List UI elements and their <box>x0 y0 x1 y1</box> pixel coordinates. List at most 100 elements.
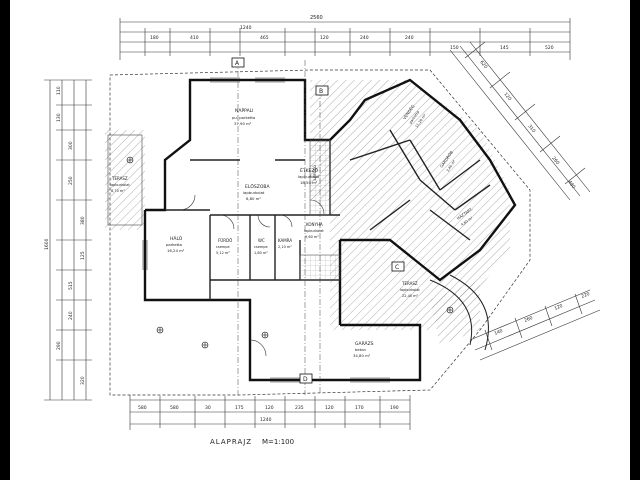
svg-text:GARÁZS: GARÁZS <box>355 340 374 347</box>
dim-right-5: 140 <box>494 328 504 337</box>
room-terasz-right: TERASZ lapburkolat 22,40 m² <box>400 281 420 298</box>
room-terasz-left: TERASZ lapburkolat 8,70 m² <box>110 176 130 193</box>
svg-text:1,80 m²: 1,80 m² <box>254 251 268 255</box>
dim-right-3: 260 <box>550 155 560 166</box>
dim-bottom-1: 580 <box>170 405 179 411</box>
centrelines <box>237 60 321 395</box>
dimension-labels-left: 110 130 300 250 380 125 515 240 290 1600… <box>44 86 86 385</box>
dim-top-8: 150 <box>450 45 459 51</box>
room-furdo: FÜRDŐ csempe 5,12 m² <box>216 238 232 255</box>
drawing-sheet: 2560 1240 180 410 465 120 240 240 150 14… <box>10 0 630 480</box>
svg-text:2,10 m²: 2,10 m² <box>278 245 292 249</box>
dim-left-9: 1600 <box>44 238 50 250</box>
title-text: ALAPRAJZ <box>210 438 252 446</box>
section-mark-b: B <box>319 88 323 95</box>
svg-text:KAMRA: KAMRA <box>278 238 292 243</box>
dim-top-total: 2560 <box>310 15 323 21</box>
dim-left-6: 515 <box>68 281 74 290</box>
room-nappali: NAPPALI pu. parketta 37,90 m² <box>232 108 255 126</box>
dim-top-6: 240 <box>360 35 369 41</box>
dim-left-2: 300 <box>68 141 74 150</box>
roof-outline <box>109 69 531 396</box>
room-etkezo: ÉTKEZŐ lapburkolat 18,50 m² <box>298 166 320 185</box>
svg-text:KONYHA: KONYHA <box>306 222 323 227</box>
dim-left-4: 380 <box>80 216 86 225</box>
svg-text:3,40 m²: 3,40 m² <box>446 159 457 173</box>
dim-top-9: 145 <box>500 45 509 51</box>
svg-text:16,24 m²: 16,24 m² <box>167 248 185 253</box>
dim-left-7: 240 <box>68 311 74 320</box>
svg-text:22,40 m²: 22,40 m² <box>402 294 419 298</box>
svg-text:37,90 m²: 37,90 m² <box>234 121 252 126</box>
dim-left-0: 110 <box>56 86 62 95</box>
dim-top-7: 240 <box>405 35 414 41</box>
dim-top-10: 520 <box>545 45 554 51</box>
svg-text:csempe: csempe <box>254 245 268 249</box>
dim-left-1: 130 <box>56 113 62 122</box>
dim-bottom-6: 120 <box>325 405 334 411</box>
scale-text: M=1:100 <box>262 438 294 446</box>
dim-right-8: 220 <box>581 291 591 300</box>
dim-right-7: 120 <box>554 303 564 312</box>
dim-bottom-5: 235 <box>295 405 304 411</box>
dim-right-0: 620 <box>478 59 488 70</box>
svg-text:lapburkolat: lapburkolat <box>298 174 320 179</box>
dim-left-3: 250 <box>68 176 74 185</box>
dim-bottom-3: 175 <box>235 405 244 411</box>
svg-text:TERASZ: TERASZ <box>111 176 128 181</box>
svg-text:lapburkolat: lapburkolat <box>304 229 324 233</box>
dimension-lines-bottom <box>129 395 411 430</box>
dimension-labels-right: 620 120 310 260 480 140 260 120 220 <box>478 59 590 336</box>
dimension-lines-right-lower <box>469 289 601 361</box>
dim-right-1: 120 <box>502 91 512 102</box>
svg-text:ÉTKEZŐ: ÉTKEZŐ <box>300 166 318 174</box>
room-konyha: KONYHA lapburkolat 9,60 m² <box>304 222 324 239</box>
dim-bottom-9: 1240 <box>260 417 272 423</box>
svg-text:parketta: parketta <box>166 242 182 247</box>
section-mark-c: C <box>395 264 399 271</box>
dim-right-4: 480 <box>566 179 576 190</box>
svg-text:csempe: csempe <box>216 245 230 249</box>
room-lepcso: LÉPCSŐ <box>312 165 317 180</box>
room-labels: NAPPALI pu. parketta 37,90 m² ÉTKEZŐ lap… <box>110 104 474 358</box>
svg-text:LÉPCSŐ: LÉPCSŐ <box>312 165 317 180</box>
dim-right-2: 310 <box>526 123 536 134</box>
svg-text:TERASZ: TERASZ <box>401 281 418 286</box>
room-halo: HÁLÓ parketta 16,24 m² <box>166 235 185 253</box>
floor-plan-svg: 2560 1240 180 410 465 120 240 240 150 14… <box>44 15 601 446</box>
terrace-curve <box>429 274 489 351</box>
svg-text:8,70 m²: 8,70 m² <box>111 189 125 193</box>
svg-text:WC: WC <box>258 238 265 243</box>
room-garazs: GARÁZS beton 34,80 m² <box>353 340 374 358</box>
level-markers <box>126 156 454 349</box>
room-kamra: KAMRA 2,10 m² <box>278 238 292 249</box>
svg-text:NAPPALI: NAPPALI <box>235 108 254 114</box>
room-eloszoba: ELŐSZOBA lapburkolat 6,80 m² <box>243 183 270 201</box>
svg-text:FÜRDŐ: FÜRDŐ <box>218 238 232 243</box>
dim-left-10: 320 <box>80 376 86 385</box>
dim-bottom-4: 120 <box>265 405 274 411</box>
section-mark-d: D <box>303 376 308 383</box>
dimension-labels-bottom: 580 580 30 175 120 235 120 170 190 1240 <box>138 405 399 423</box>
dim-top-1: 1240 <box>240 25 252 31</box>
dim-top-2: 180 <box>150 35 159 41</box>
svg-text:18,50 m²: 18,50 m² <box>300 180 318 185</box>
dim-top-5: 120 <box>320 35 329 41</box>
dim-right-6: 260 <box>524 315 534 324</box>
svg-text:HÁLÓ: HÁLÓ <box>170 235 183 242</box>
dim-bottom-2: 30 <box>205 405 211 411</box>
svg-text:9,60 m²: 9,60 m² <box>305 235 319 239</box>
dim-bottom-7: 170 <box>355 405 364 411</box>
svg-text:ELŐSZOBA: ELŐSZOBA <box>245 183 270 190</box>
dim-bottom-8: 190 <box>390 405 399 411</box>
svg-text:parketta: parketta <box>409 110 421 124</box>
room-wc: WC csempe 1,80 m² <box>254 238 268 255</box>
svg-text:pu. parketta: pu. parketta <box>232 115 255 120</box>
svg-text:lapburkolat: lapburkolat <box>243 190 265 195</box>
svg-text:beton: beton <box>355 347 367 352</box>
drawing-title: ALAPRAJZ M=1:100 <box>210 438 294 446</box>
svg-text:lapburkolat: lapburkolat <box>400 288 420 292</box>
svg-text:6,80 m²: 6,80 m² <box>246 196 261 201</box>
dim-left-8: 290 <box>56 341 62 350</box>
